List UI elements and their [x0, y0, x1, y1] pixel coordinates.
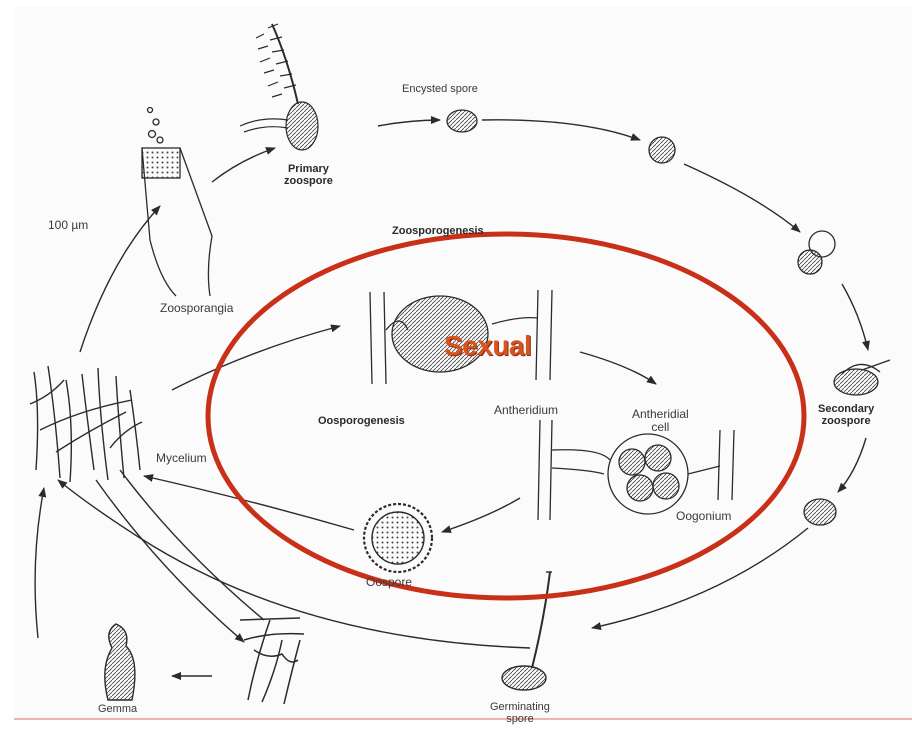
encysted-spore-label: Encysted spore [402, 84, 478, 96]
primary-zoospore-drawing [240, 24, 318, 150]
arrow-cyst2-to-cyst3 [684, 164, 800, 232]
antheridium-label: Antheridium [494, 404, 558, 417]
oogonium-label: Oogonium [676, 510, 731, 523]
gemma-label: Gemma [98, 704, 137, 716]
gemma-stage-drawing [240, 618, 304, 704]
primary-zoospore-label: Primary zoospore [284, 164, 333, 187]
zoosporangia-label: Zoosporangia [160, 302, 233, 315]
germinating-spore-label: Germinating spore [490, 702, 550, 725]
scale-bar-label: 100 µm [48, 219, 88, 232]
arrow-oogonium-to-oospore [442, 498, 520, 532]
encysted-spore-drawing [447, 110, 477, 132]
arrow-oospore-to-mycelium [144, 476, 354, 530]
arrow-primary-to-encysted [378, 120, 440, 126]
arrow-encysted-to-cyst2 [482, 120, 640, 140]
oospore-drawing [364, 504, 432, 572]
cyst-stage-3 [798, 231, 835, 274]
sexual-highlight-label: Sexual [444, 330, 531, 362]
arrow-mycelium-to-gemma-stage-2 [120, 470, 264, 620]
arrow-cyst3-to-secondary [842, 284, 868, 350]
oogonium-drawing [538, 420, 734, 520]
secondary-zoospore-drawing [834, 360, 890, 395]
mycelium-drawing [30, 366, 142, 482]
arrow-zoosporogenesis-to-antheridial [580, 352, 656, 384]
zoosporangium-drawing [142, 108, 212, 297]
arrow-mycelium-to-oosporogenesis [172, 326, 340, 390]
secondary-zoospore-label: Secondary zoospore [818, 404, 874, 427]
cyst-stage-2 [649, 137, 675, 163]
arrow-germinating-to-mycelium [58, 480, 530, 648]
arrow-cyst4-to-germinating [592, 528, 808, 628]
germinating-spore-drawing [502, 572, 552, 690]
oosporogenesis-label: Oosporogenesis [318, 416, 405, 428]
arrow-mycelium-to-zoosporangia [80, 206, 160, 352]
arrow-mycelium-to-gemma-stage [96, 480, 244, 642]
arrow-gemma-to-mycelium [35, 488, 44, 638]
arrow-zoosporangia-to-primary [212, 148, 275, 182]
cyst-stage-4 [804, 499, 836, 525]
zoosporogenesis-label: Zoosporogenesis [392, 226, 484, 238]
antheridial-cell-label: Antheridial cell [632, 408, 689, 433]
mycelium-label: Mycelium [156, 452, 207, 465]
arrow-secondary-to-cyst4 [838, 438, 866, 492]
gemma-drawing [105, 624, 135, 700]
oospore-label: Oospore [366, 576, 412, 589]
